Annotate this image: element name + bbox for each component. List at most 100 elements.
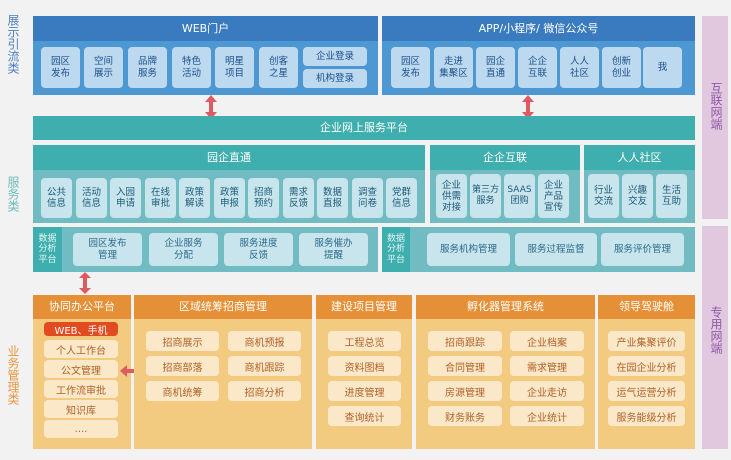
app-portal-title: APP/小程序/ 微信公众号 [382,16,695,41]
investment-item[interactable]: 招商展示 [146,331,219,351]
data-platform-tile[interactable]: 企业服务 分配 [149,233,218,266]
park-direct-tile[interactable]: 政策 解读 [179,178,210,218]
bidirectional-arrow-icon [522,95,534,119]
app-tile[interactable]: 我 [643,47,682,88]
investment-item[interactable]: 招商分析 [228,381,301,401]
community-tile[interactable]: 兴趣 交友 [622,174,653,218]
park-direct-tile[interactable]: 政策 申报 [214,178,245,218]
office-item[interactable]: 公文管理 [44,360,118,378]
incubator-item[interactable]: 企业档案 [510,331,584,351]
incubator-item[interactable]: 财务账务 [428,406,502,426]
community-body: 行业 交流 兴趣 交友 生活 互助 [584,170,695,223]
construction-item[interactable]: 工程总览 [328,331,401,351]
cockpit-body: 产业集聚评价 在园企业分析 运气运营分析 服务能级分析 [598,319,695,449]
construction-panel: 建设项目管理 工程总览 资料图档 进度管理 查询统计 [316,295,412,449]
investment-item[interactable]: 商机跟踪 [228,356,301,376]
web-tile[interactable]: 园区 发布 [41,47,80,88]
interconnect-tile[interactable]: 企业 供需 对接 [436,174,467,218]
cockpit-item[interactable]: 产业集聚评价 [608,331,685,351]
data-platform-right-label: 数据 分析 平台 [382,227,410,272]
app-tile[interactable]: 企企 互联 [518,47,557,88]
enterprise-login-button[interactable]: 企业登录 [303,47,367,66]
interconnect-tile[interactable]: 第三方 服务 [470,174,501,218]
web-tile[interactable]: 明星 项目 [215,47,254,88]
park-direct-tile[interactable]: 党群 信息 [386,178,417,218]
app-portal-body: 园区 发布 走进 集聚区 园企 直通 企企 互联 人人 社区 创新 创业 我 [382,41,695,95]
incubator-title: 孵化器管理系统 [416,295,595,319]
park-direct-panel: 园企直通 公共 信息 活动 信息 入园 申请 在线 审批 政策 解读 政策 申报… [33,145,425,223]
interconnect-tile[interactable]: 企业 产品 宣传 [538,174,569,218]
enterprise-interconnect-body: 企业 供需 对接 第三方 服务 SAAS 团购 企业 产品 宣传 [430,170,580,223]
cockpit-title: 领导驾驶舱 [598,295,695,319]
cockpit-item[interactable]: 运气运营分析 [608,381,685,401]
app-tile[interactable]: 走进 集聚区 [434,47,473,88]
park-direct-tile[interactable]: 需求 反馈 [283,178,314,218]
office-item[interactable]: 知识库 [44,400,118,418]
enterprise-interconnect-title: 企企互联 [430,145,580,170]
bidirectional-arrow-icon [79,272,91,294]
park-direct-tile[interactable]: 调查 问卷 [352,178,383,218]
incubator-item[interactable]: 招商跟踪 [428,331,502,351]
web-mobile-badge[interactable]: WEB、手机 [44,322,118,337]
office-platform-body: WEB、手机 个人工作台 公文管理 工作流审批 知识库 .... [33,319,131,449]
construction-item[interactable]: 进度管理 [328,381,401,401]
community-panel: 人人社区 行业 交流 兴趣 交友 生活 互助 [584,145,695,223]
regional-investment-body: 招商展示 商机预报 招商部落 商机跟踪 商机统筹 招商分析 [134,319,312,449]
web-tile[interactable]: 创客 之星 [259,47,298,88]
layer-label-service: 服务类 [6,176,20,212]
park-direct-tile[interactable]: 数据 直报 [317,178,348,218]
cockpit-item[interactable]: 在园企业分析 [608,356,685,376]
data-platform-tile[interactable]: 服务机构管理 [427,233,510,266]
data-platform-left-label: 数据 分析 平台 [33,227,62,272]
park-direct-tile[interactable]: 公共 信息 [41,178,72,218]
web-portal-body: 园区 发布 空间 展示 品牌 服务 特色 活动 明星 项目 创客 之星 企业登录… [33,41,378,95]
cockpit-item[interactable]: 服务能级分析 [608,406,685,426]
park-direct-tile[interactable]: 活动 信息 [76,178,107,218]
community-tile[interactable]: 生活 互助 [656,174,687,218]
data-platform-tile[interactable]: 服务进度 反馈 [224,233,293,266]
investment-item[interactable]: 商机预报 [228,331,301,351]
construction-item[interactable]: 查询统计 [328,406,401,426]
incubator-item[interactable]: 企业统计 [510,406,584,426]
office-item[interactable]: 工作流审批 [44,380,118,398]
incubator-item[interactable]: 合同管理 [428,356,502,376]
private-side-panel: 专用网端 [702,226,728,449]
incubator-item[interactable]: 企业走访 [510,381,584,401]
institution-login-button[interactable]: 机构登录 [303,69,367,88]
internet-side-panel: 互联网端 [702,16,728,219]
construction-body: 工程总览 资料图档 进度管理 查询统计 [316,319,412,449]
web-tile[interactable]: 空间 展示 [84,47,123,88]
data-platform-tile[interactable]: 园区发布 管理 [73,233,142,266]
incubator-item[interactable]: 房源管理 [428,381,502,401]
park-direct-body: 公共 信息 活动 信息 入园 申请 在线 审批 政策 解读 政策 申报 招商 预… [33,170,425,223]
interconnect-tile[interactable]: SAAS 团购 [504,174,535,218]
layer-label-display: 展示引流类 [6,14,20,74]
investment-item[interactable]: 商机统筹 [146,381,219,401]
investment-item[interactable]: 招商部落 [146,356,219,376]
park-direct-tile[interactable]: 入园 申请 [110,178,141,218]
cockpit-panel: 领导驾驶舱 产业集聚评价 在园企业分析 运气运营分析 服务能级分析 [598,295,695,449]
app-tile[interactable]: 园区 发布 [391,47,430,88]
data-platform-tile[interactable]: 服务催办 提醒 [299,233,368,266]
data-platform-tile[interactable]: 服务过程监督 [515,233,597,266]
construction-item[interactable]: 资料图档 [328,356,401,376]
construction-title: 建设项目管理 [316,295,412,319]
app-tile[interactable]: 园企 直通 [476,47,515,88]
community-title: 人人社区 [584,145,695,170]
incubator-panel: 孵化器管理系统 招商跟踪 企业档案 合同管理 需求管理 房源管理 企业走访 财务… [416,295,595,449]
office-platform-title: 协同办公平台 [33,295,131,319]
web-tile[interactable]: 特色 活动 [172,47,211,88]
web-tile[interactable]: 品牌 服务 [128,47,167,88]
office-platform-panel: 协同办公平台 WEB、手机 个人工作台 公文管理 工作流审批 知识库 .... [33,295,131,449]
app-tile[interactable]: 创新 创业 [602,47,641,88]
private-side-label: 专用网端 [709,306,723,354]
app-tile[interactable]: 人人 社区 [560,47,599,88]
park-direct-tile[interactable]: 招商 预约 [248,178,279,218]
office-item[interactable]: .... [44,420,118,438]
internet-side-label: 互联网端 [709,82,723,130]
incubator-item[interactable]: 需求管理 [510,356,584,376]
office-item[interactable]: 个人工作台 [44,340,118,358]
data-platform-tile[interactable]: 服务评价管理 [601,233,684,266]
park-direct-tile[interactable]: 在线 审批 [145,178,176,218]
community-tile[interactable]: 行业 交流 [588,174,619,218]
